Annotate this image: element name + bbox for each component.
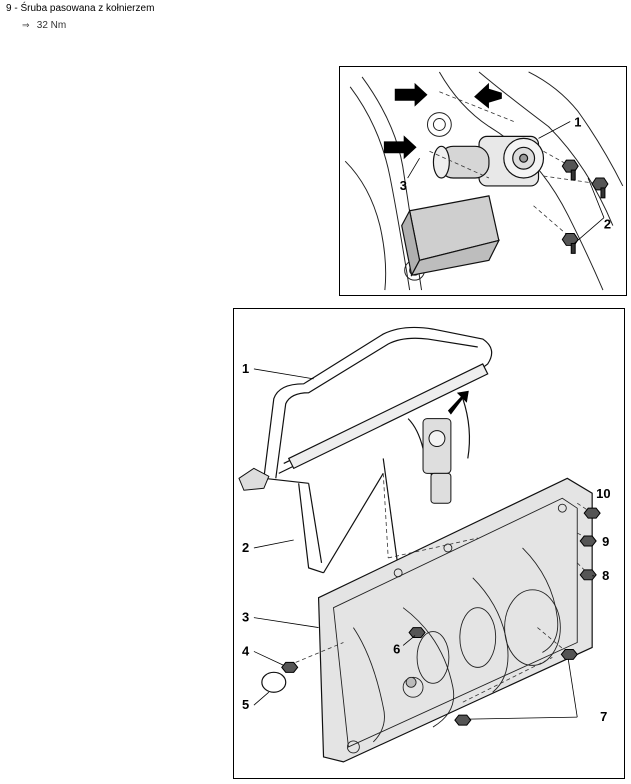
torque-spec: ⇒ 32 Nm [22,20,66,31]
callout-1: 1 [574,114,581,129]
callout-8: 8 [602,568,609,583]
figure-door-assembly: 1 2 3 4 5 6 7 8 9 10 [233,308,625,779]
callout-9: 9 [602,534,609,549]
torque-value: 32 Nm [36,20,67,31]
callout-2: 2 [604,217,611,232]
motor-drawing: 1 2 3 [344,71,624,291]
callout-4: 4 [242,643,250,658]
callout-10: 10 [596,486,610,501]
callout-1: 1 [242,361,249,376]
door-assembly-drawing: 1 2 3 4 5 6 7 8 9 10 [238,326,611,763]
callout-7: 7 [600,709,607,724]
callout-6: 6 [393,641,400,656]
item-title: 9 - Śruba pasowana z kołnierzem [6,3,155,14]
callout-5: 5 [242,697,249,712]
callout-3: 3 [242,610,249,625]
callout-3: 3 [400,178,407,193]
figure-motor-detail: 1 2 3 [339,66,627,296]
arrow-right-icon: ⇒ [22,20,30,30]
callout-2: 2 [242,540,249,555]
